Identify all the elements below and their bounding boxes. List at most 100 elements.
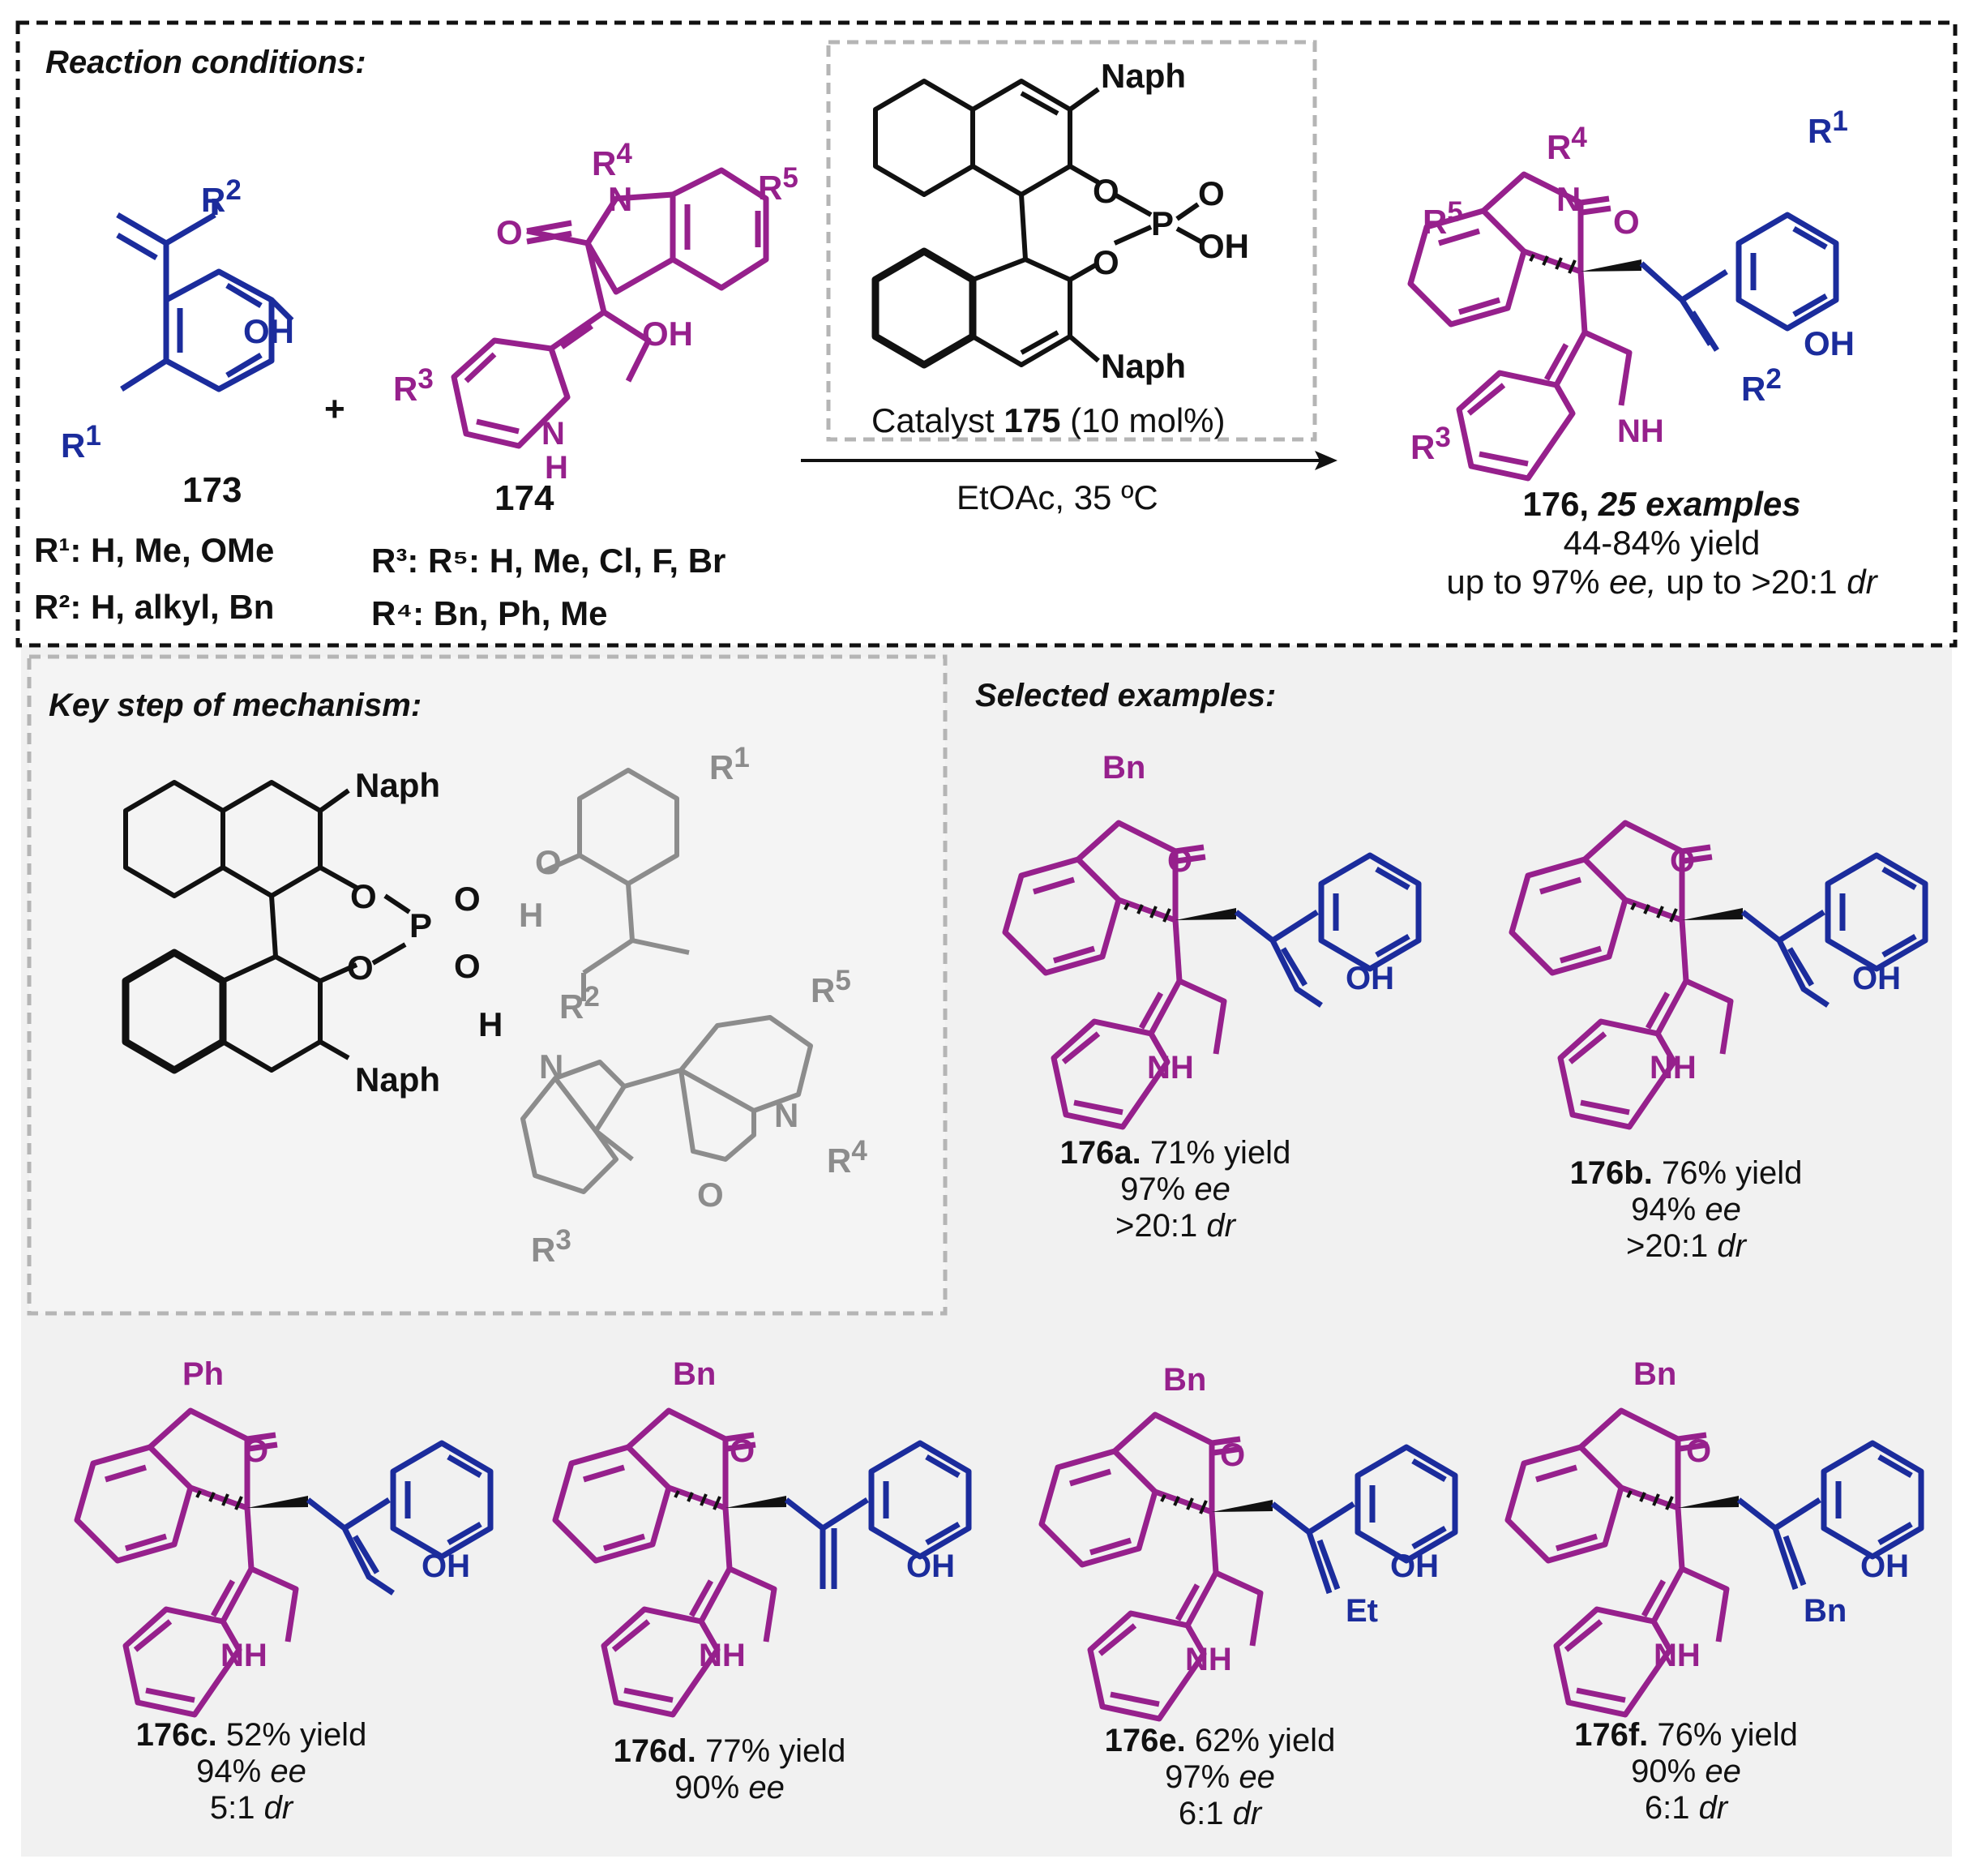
atom-o2-175: O <box>1093 243 1119 281</box>
atom-o2-mech: O <box>347 949 374 987</box>
atom-bn-176d: Bn <box>673 1356 717 1392</box>
compound-174-structure <box>451 167 769 449</box>
atom-oh-176b: OH <box>1852 961 1901 996</box>
caption-176d: 176d. 77% yield 90% ee <box>613 1733 846 1805</box>
atom-r3-176: R3 <box>1410 422 1451 466</box>
atom-r2-173: R2 <box>201 174 242 219</box>
example-176d-structure <box>555 1411 969 1715</box>
caption-176c: 176c. 52% yield 94% ee 5:1 dr <box>135 1717 367 1826</box>
atom-r2-176: R2 <box>1741 363 1782 408</box>
atom-o-174: O <box>496 213 523 251</box>
atom-ph-176c: Ph <box>182 1356 225 1392</box>
product-yield: 44-84% yield <box>1563 524 1761 562</box>
atom-et-176e: Et <box>1346 1593 1378 1629</box>
atom-p-175: P <box>1151 204 1175 242</box>
atom-bn-176e: Bn <box>1163 1362 1207 1398</box>
atom-nh-176c: NH <box>220 1638 267 1673</box>
atom-nh-176d: NH <box>699 1638 746 1673</box>
r4-options: R⁴: Bn, Ph, Me <box>371 594 608 632</box>
atom-o-mech-phenol: O <box>535 843 562 881</box>
example-176a-structure <box>1005 823 1419 1127</box>
catalyst-prefix: Catalyst <box>871 401 1004 439</box>
caption-176a: 176a. 71% yield 97% ee >20:1 dr <box>1059 1135 1291 1244</box>
r2-options: R²: H, alkyl, Bn <box>34 588 275 626</box>
atom-o-176f: O <box>1686 1433 1712 1469</box>
atom-o-176b: O <box>1670 843 1696 879</box>
atom-r4-mech: R4 <box>827 1135 867 1180</box>
caption-176e: 176e. 62% yield 97% ee 6:1 dr <box>1104 1723 1336 1831</box>
mechanism-title: Key step of mechanism: <box>49 687 422 723</box>
compound-173-structure <box>116 199 294 392</box>
atom-r5-mech: R5 <box>811 965 851 1009</box>
arrow-head-icon <box>1315 451 1337 470</box>
atom-o-176: O <box>1613 203 1640 241</box>
example-176b-structure <box>1512 823 1925 1127</box>
r3-r5-options: R³: R⁵: H, Me, Cl, F, Br <box>371 542 726 580</box>
product-176-structure <box>1410 174 1836 478</box>
label-173: 173 <box>182 470 242 510</box>
atom-r1-mech: R1 <box>709 742 750 786</box>
atom-o3-175: O <box>1198 174 1225 212</box>
atom-nh-176f: NH <box>1654 1638 1701 1673</box>
atom-r4-176: R4 <box>1547 122 1587 166</box>
atom-bn2-176f: Bn <box>1804 1593 1847 1629</box>
atom-r3-mech: R3 <box>531 1224 571 1269</box>
atom-naph-top-175: Naph <box>1101 57 1186 95</box>
atom-nh-176b: NH <box>1650 1050 1697 1086</box>
atom-oh-174: OH <box>642 315 693 353</box>
atom-n-mech: N <box>539 1047 564 1086</box>
atom-r2-mech: R2 <box>559 981 600 1026</box>
atom-h-mech: H <box>478 1005 503 1043</box>
product-summary: 176, 25 examples 44-84% yield up to 97% … <box>1378 485 1945 602</box>
example-176e-structure <box>1042 1415 1455 1719</box>
product-examples: 25 examples <box>1598 485 1801 523</box>
atom-bn-176a: Bn <box>1102 750 1146 786</box>
atom-naph-bot-175: Naph <box>1101 347 1186 385</box>
atom-r1-173: R1 <box>61 420 101 465</box>
selected-examples-title: Selected examples: <box>975 678 1277 713</box>
atom-r3-174: R3 <box>393 363 434 408</box>
product-number: 176, <box>1522 485 1590 523</box>
atom-oh-176a: OH <box>1346 961 1394 996</box>
atom-o5-mech: O <box>697 1176 724 1214</box>
atom-n-174: N <box>608 180 633 218</box>
atom-r5-174: R5 <box>758 162 798 207</box>
atom-p-mech: P <box>409 906 433 944</box>
catalyst-label: Catalyst 175 (10 mol%) <box>871 401 1226 440</box>
r1-options: R¹: H, Me, OMe <box>34 531 275 569</box>
plus-sign: + <box>324 389 345 429</box>
atom-n-176: N <box>1556 180 1581 218</box>
atom-oh-176c: OH <box>422 1548 470 1584</box>
atom-oh-176d: OH <box>906 1548 955 1584</box>
atom-naph-top-mech: Naph <box>355 766 440 804</box>
atom-oh-173: OH <box>243 312 294 350</box>
atom-o4-mech: O <box>454 947 481 985</box>
caption-176f: 176f. 76% yield 90% ee 6:1 dr <box>1574 1717 1798 1826</box>
atom-r1-176: R1 <box>1808 105 1848 150</box>
atom-oh-176: OH <box>1804 324 1855 362</box>
product-dr-pre: up to >20:1 <box>1656 563 1847 601</box>
product-ee-pre: up to 97% <box>1446 563 1610 601</box>
example-176f-structure <box>1508 1411 1921 1715</box>
atom-o-176e: O <box>1220 1437 1246 1473</box>
atom-oh-175: OH <box>1198 227 1249 265</box>
atom-r4-174: R4 <box>592 138 632 182</box>
atom-nh-174: N <box>541 416 565 452</box>
caption-176b: 176b. 76% yield 94% ee >20:1 dr <box>1569 1155 1803 1264</box>
product-dr: dr <box>1847 563 1877 601</box>
atom-o-176c: O <box>243 1433 269 1469</box>
example-176c-structure <box>77 1411 490 1715</box>
mechanism-box <box>27 654 948 1316</box>
catalyst-loading: (10 mol%) <box>1060 401 1226 439</box>
atom-oh-176f: OH <box>1860 1548 1909 1584</box>
atom-h-mech-phenol: H <box>519 896 544 934</box>
catalyst-175-structure <box>871 79 1205 369</box>
atom-naph-bot-mech: Naph <box>355 1060 440 1099</box>
solvent-label: EtOAc, 35 ºC <box>957 478 1158 516</box>
atom-nh-176e: NH <box>1185 1642 1232 1677</box>
atom-bn-176f: Bn <box>1633 1356 1677 1392</box>
reaction-box <box>15 20 1958 648</box>
catalyst-number: 175 <box>1004 401 1061 439</box>
atom-r5-176: R5 <box>1423 196 1463 241</box>
